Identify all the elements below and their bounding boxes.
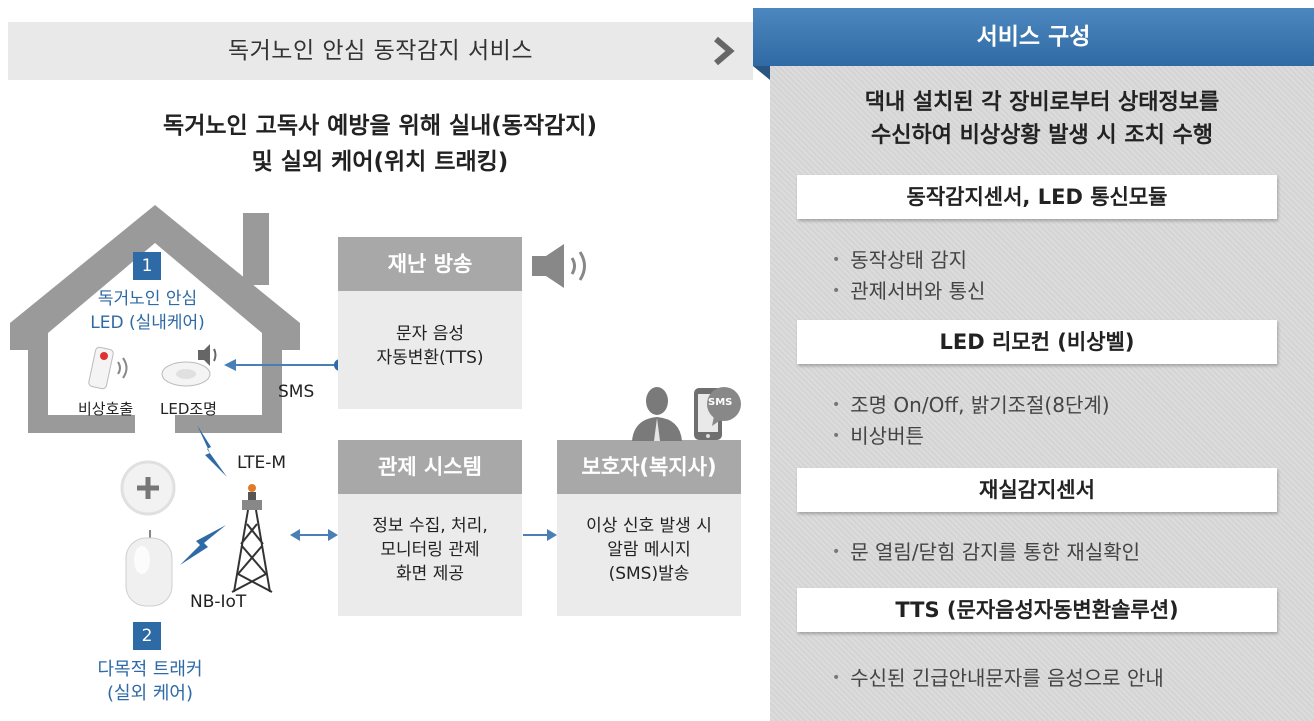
service-intro: 댁내 설치된 각 장비로부터 상태정보를 수신하여 비상상황 발생 시 조치 수…	[770, 86, 1314, 152]
right-arrow	[523, 529, 557, 541]
led-light-icon	[161, 344, 217, 387]
lightning-icon	[197, 425, 227, 477]
desc-line: 문자 음성	[396, 324, 464, 344]
tracker-badge: 2	[133, 622, 161, 650]
component-bullet: 동작상태 감지	[832, 246, 967, 277]
disaster-broadcast-title: 재난 방송	[338, 237, 522, 291]
component-box: TTS (문자음성자동변환솔루션)	[797, 588, 1277, 632]
device-label: 비상호출	[78, 400, 134, 418]
component-bullet: 수신된 긴급안내문자를 음성으로 안내	[832, 664, 1163, 695]
tracker-device-icon	[125, 530, 173, 607]
house-icon	[10, 205, 300, 433]
intro-line: 댁내 설치된 각 장비로부터 상태정보를	[864, 90, 1220, 115]
disaster-broadcast-desc: 문자 음성 자동변환(TTS)	[338, 322, 522, 370]
component-bullet: 비상버튼	[832, 422, 924, 453]
desc-line: (SMS)발송	[608, 564, 690, 584]
component-box: LED 리모컨 (비상벨)	[797, 320, 1277, 364]
phone-sms-badge: SMS	[708, 397, 733, 408]
tracker-title-line: 다목적 트래커	[97, 659, 203, 680]
desc-line: 자동변환(TTS)	[376, 348, 484, 368]
house-title-line: LED (실내케어)	[90, 313, 205, 333]
control-system-desc: 정보 수집, 처리, 모니터링 관제 화면 제공	[338, 514, 522, 586]
desc-line: 모니터링 관제	[380, 540, 480, 560]
guardian-person-icon	[632, 387, 682, 441]
desc-line: 정보 수집, 처리,	[372, 516, 488, 536]
service-composition-title: 서비스 구성	[976, 24, 1091, 50]
component-box: 동작감지센서, LED 통신모듈	[797, 175, 1277, 219]
component-bullet: 관제서버와 통신	[832, 277, 985, 308]
diagram-subtitle: 독거노인 고독사 예방을 위해 실내(동작감지) 및 실외 케어(위치 트래킹)	[60, 108, 700, 180]
component-bullet: 문 열림/닫힘 감지를 통한 재실확인	[832, 538, 1140, 569]
desc-line: 알람 메시지	[607, 540, 691, 560]
tracker-title: 다목적 트래커 (실외 케어)	[55, 658, 245, 706]
plus-icon	[120, 460, 176, 516]
intro-line: 수신하여 비상상황 발생 시 조치 수행	[871, 123, 1213, 148]
tracker-title-line: (실외 케어)	[106, 683, 193, 704]
lte-label: LTE-M	[237, 453, 287, 473]
lightning-icon	[180, 525, 226, 565]
guardian-title: 보호자(복지사)	[557, 440, 741, 494]
page-title: 독거노인 안심 동작감지 서비스	[227, 38, 533, 64]
house-title: 독거노인 안심 LED (실내케어)	[60, 287, 235, 335]
speaker-icon	[532, 244, 586, 288]
guardian-desc: 이상 신호 발생 시 알람 메시지 (SMS)발송	[557, 514, 741, 586]
sms-arrow	[224, 359, 346, 371]
house-title-line: 독거노인 안심	[97, 289, 198, 309]
subtitle-line: 및 실외 케어(위치 트래킹)	[251, 149, 509, 175]
phone-sms-icon	[694, 387, 741, 440]
subtitle-line: 독거노인 고독사 예방을 위해 실내(동작감지)	[163, 113, 597, 139]
nbiot-label: NB-IoT	[190, 592, 247, 612]
bidirectional-arrow	[290, 529, 338, 541]
device-label: LED조명	[160, 400, 217, 418]
left-header-bar: 독거노인 안심 동작감지 서비스	[8, 22, 753, 80]
component-bullet: 조명 On/Off, 밝기조절(8단계)	[832, 391, 1109, 422]
control-system-title: 관제 시스템	[338, 440, 522, 494]
desc-line: 화면 제공	[396, 564, 464, 584]
component-box: 재실감지센서	[797, 468, 1277, 512]
service-composition-header: 서비스 구성	[753, 8, 1314, 66]
desc-line: 이상 신호 발생 시	[586, 516, 712, 536]
house-badge: 1	[133, 252, 161, 280]
chevron-right-icon	[714, 36, 735, 66]
cell-tower-icon	[231, 484, 273, 593]
header-fold-decoration	[753, 66, 770, 80]
emergency-remote-icon	[88, 346, 128, 390]
sms-label: SMS	[278, 382, 315, 402]
